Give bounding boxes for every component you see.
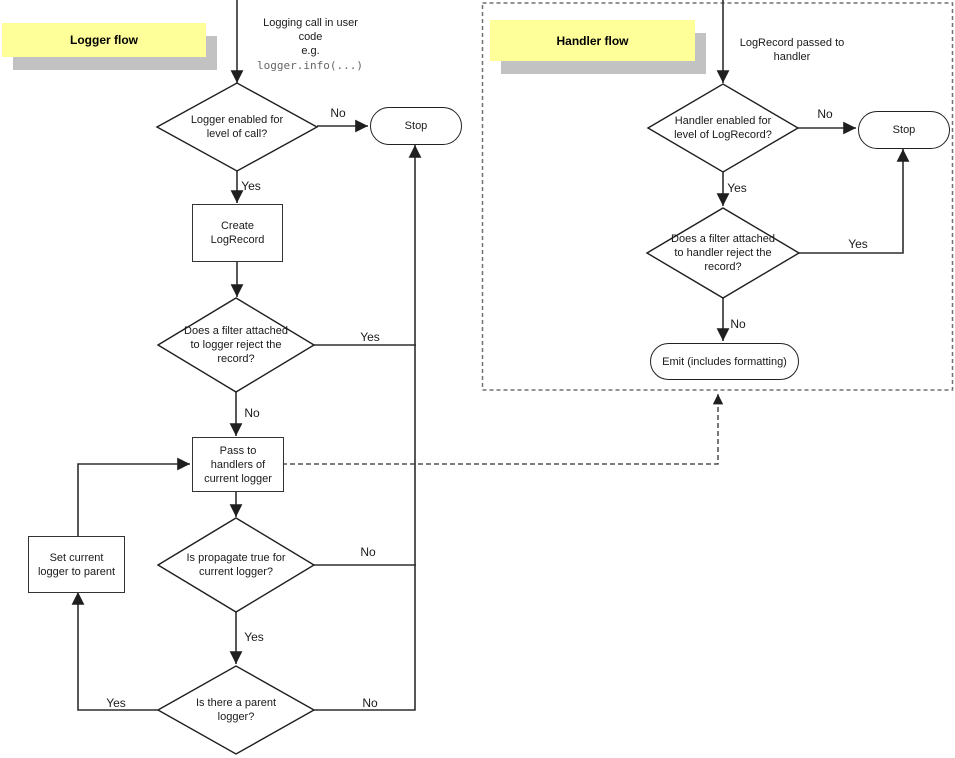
logger-enabled-diamond: [155, 82, 319, 172]
handler-flow-note: Handler flow: [490, 20, 695, 61]
handler-flow-edges: [716, 0, 910, 341]
handler-entry-annotation: LogRecord passed to handler: [739, 37, 845, 63]
label-logger-enabled-no: No: [330, 106, 346, 120]
logger-parent-diamond: [156, 665, 316, 755]
logger-parent-diamond-text: Is there a parent logger?: [195, 697, 277, 723]
logger-filter-diamond: [156, 297, 316, 393]
logger-flow-edges: [71, 0, 724, 711]
label-logger-parent-yes: Yes: [106, 696, 126, 710]
logger-enabled-diamond-text: Logger enabled for level of call?: [190, 114, 284, 140]
label-logger-parent-no: No: [362, 696, 378, 710]
pass-to-handlers-box: Pass to handlers of current logger: [192, 437, 284, 492]
edge-parent-no-to-stop: [314, 145, 422, 711]
emit-terminator: Emit (includes formatting): [650, 343, 799, 380]
label-logger-enabled-yes: Yes: [241, 179, 261, 193]
label-logger-propagate-no: No: [360, 545, 376, 559]
logger-propagate-diamond-text: Is propagate true for current logger?: [186, 552, 286, 578]
label-logger-filter-yes: Yes: [360, 330, 380, 344]
label-handler-filter-no: No: [730, 317, 746, 331]
handler-enabled-diamond: [646, 83, 800, 173]
label-handler-enabled-yes: Yes: [727, 181, 747, 195]
label-logger-filter-no: No: [244, 406, 260, 420]
logger-entry-annotation: Logging call in user code e.g.: [263, 17, 358, 57]
handler-filter-diamond: [645, 207, 801, 299]
handler-flow-dashed-border: [481, 2, 954, 391]
label-handler-filter-yes: Yes: [848, 237, 868, 251]
handler-stop-terminator: Stop: [858, 111, 950, 149]
create-logrecord-box: Create LogRecord: [192, 204, 283, 262]
logger-stop-terminator: Stop: [370, 107, 462, 145]
logger-entry-code: logger.info(...): [257, 59, 363, 72]
label-logger-propagate-yes: Yes: [244, 630, 264, 644]
logger-filter-diamond-text: Does a filter attached to logger reject …: [184, 325, 288, 365]
decision-diamonds: [155, 82, 801, 755]
edge-parent-yes-to-setparent: [71, 592, 158, 711]
logger-flow-note: Logger flow: [2, 23, 206, 57]
handler-filter-diamond-text: Does a filter attached to handler reject…: [671, 233, 775, 273]
logger-propagate-diamond: [156, 517, 316, 613]
edge-setparent-to-pass: [77, 457, 190, 536]
dashed-edge-pass-to-handler-flow: [282, 394, 724, 465]
set-current-logger-box: Set current logger to parent: [28, 536, 125, 593]
label-handler-enabled-no: No: [817, 107, 833, 121]
edge-hfilter-yes-to-stop: [799, 149, 910, 254]
handler-enabled-diamond-text: Handler enabled for level of LogRecord?: [674, 115, 772, 141]
